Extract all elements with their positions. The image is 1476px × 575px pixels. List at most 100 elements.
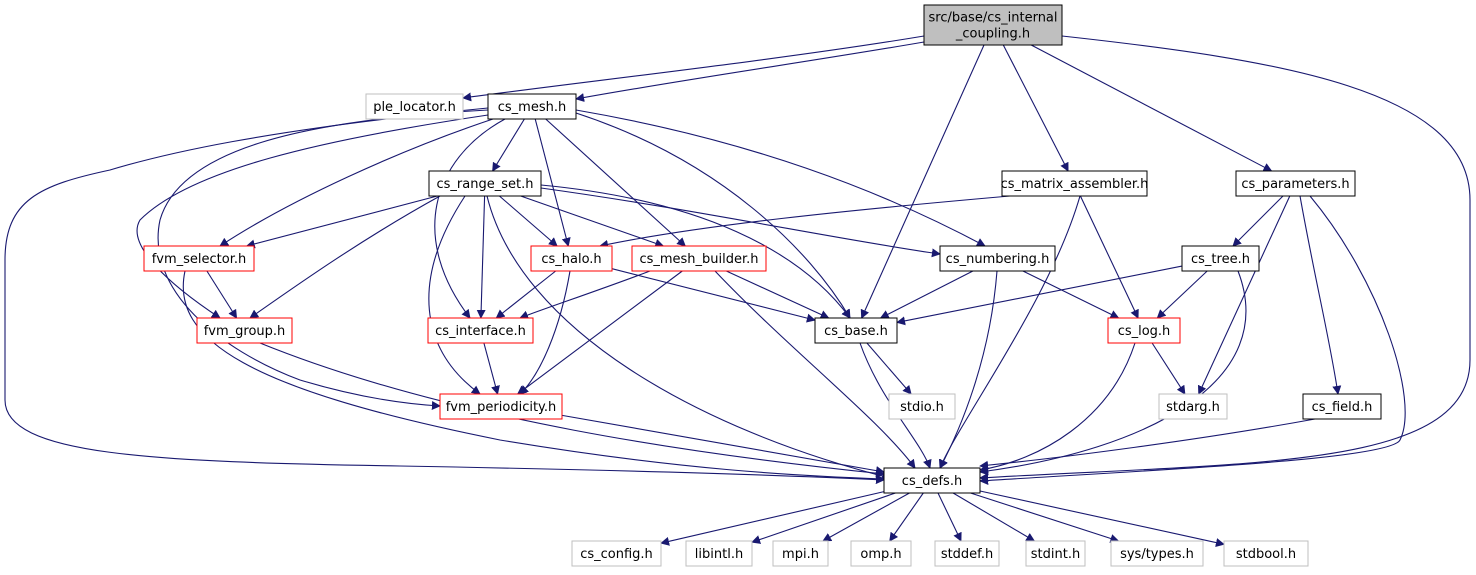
node-box [530,245,613,272]
node-box [685,540,753,567]
node-libintl: libintl.h [685,540,753,567]
node-root[interactable]: src/base/cs_internal_coupling.h [923,4,1063,46]
edge-cs-range-set-to-cs-numbering [540,187,941,258]
node-cs-base[interactable]: cs_base.h [814,317,898,344]
node-cs-tree[interactable]: cs_tree.h [1181,245,1260,272]
nodes: src/base/cs_internal_coupling.h ple_locat… [143,4,1382,567]
node-fvm-periodicity[interactable]: fvm_periodicity.h [439,393,563,420]
edge-root-to-ple-locator [462,35,925,102]
edge-cs-range-set-to-cs-base [540,184,851,319]
edge-cs-range-set-to-cs-halo [499,195,558,247]
edge-cs-defs-to-sys-types [970,492,1120,543]
node-label: cs_config.h [580,547,653,562]
edge-root-to-cs-base [860,44,985,319]
node-box [1025,540,1086,567]
node-label: cs_defs.h [902,474,962,489]
edge-cs-halo-to-cs-base [611,268,816,323]
node-box [196,317,293,344]
node-stdio: stdio.h [888,393,956,420]
edge-cs-defs-to-libintl [751,492,896,544]
node-box [934,540,1000,567]
edge-cs-mesh-to-cs-numbering [575,109,986,247]
node-label: cs_base.h [824,324,888,339]
edge-cs-numbering-to-cs-base [879,270,974,319]
node-sys-types: sys/types.h [1110,540,1204,567]
node-box [1158,393,1228,420]
edge-cs-matrix-assembler-to-cs-log [1079,195,1139,319]
node-cs-numbering[interactable]: cs_numbering.h [939,245,1056,272]
edge-cs-range-set-to-cs-interface [476,195,486,319]
edge-fvm-group-to-cs-defs [259,342,885,478]
node-label: stdarg.h [1166,400,1220,415]
node-box [631,245,767,272]
edge-cs-interface-to-fvm-periodicity [483,342,500,395]
node-box [923,4,1063,46]
node-label: fvm_group.h [204,324,286,339]
node-box [143,245,255,272]
edge-cs-defs-to-stdint [952,492,1036,542]
node-fvm-selector[interactable]: fvm_selector.h [143,245,255,272]
edge-fvm-selector-to-fvm-group [206,270,238,319]
node-fvm-group[interactable]: fvm_group.h [196,317,293,344]
node-cs-defs[interactable]: cs_defs.h [883,467,981,494]
node-box [772,540,829,567]
node-label: cs_tree.h [1191,252,1250,267]
node-label: omp.h [860,547,901,562]
edge-cs-mesh-builder-to-cs-interface [519,270,651,320]
edge-cs-tree-to-cs-base [896,265,1183,326]
edge-cs-mesh-to-cs-range-set [492,118,525,172]
node-label: cs_halo.h [541,252,601,267]
edge-cs-mesh-to-cs-interface [434,118,506,319]
node-cs-matrix-assembler[interactable]: cs_matrix_assembler.h [1001,170,1149,197]
node-label: libintl.h [695,547,743,562]
edge-root-to-cs-defs [979,35,1471,483]
node-label: sys/types.h [1120,547,1194,562]
node-label: stdint.h [1031,547,1080,562]
node-box [814,317,898,344]
edge-cs-numbering-to-cs-defs [939,270,998,469]
node-box [439,393,563,420]
node-box [571,540,662,567]
node-cs-field[interactable]: cs_field.h [1302,393,1382,420]
node-label: cs_interface.h [435,324,526,339]
edge-cs-parameters-to-cs-defs [979,195,1406,485]
edge-cs-range-set-to-fvm-group [249,195,441,319]
edge-cs-mesh-to-cs-defs [4,107,885,485]
edge-cs-range-set-to-cs-defs [486,195,891,481]
node-cs-parameters[interactable]: cs_parameters.h [1235,170,1356,197]
node-stdint: stdint.h [1025,540,1086,567]
edge-cs-field-to-cs-defs [979,418,1316,470]
node-label: stdio.h [900,400,944,415]
edge-cs-mesh-builder-to-cs-base [726,270,830,319]
node-label: src/base/cs_internal [928,11,1057,26]
node-cs-mesh[interactable]: cs_mesh.h [487,93,577,120]
node-label: cs_parameters.h [1241,177,1349,192]
node-cs-log[interactable]: cs_log.h [1107,317,1181,344]
edges [4,35,1471,547]
node-box [939,245,1056,272]
node-box [487,93,577,120]
node-box [428,170,542,197]
node-box [888,393,956,420]
node-box [850,540,912,567]
edge-cs-mesh-to-cs-base [575,112,851,319]
edge-fvm-periodicity-to-cs-defs [559,414,885,475]
node-cs-mesh-builder[interactable]: cs_mesh_builder.h [631,245,767,272]
node-cs-halo[interactable]: cs_halo.h [530,245,613,272]
edge-cs-log-to-cs-defs [979,342,1136,474]
edge-cs-base-to-stdio [866,342,912,395]
edge-cs-defs-to-stddef [937,492,962,542]
edge-cs-defs-to-mpi [822,492,910,542]
node-stdarg: stdarg.h [1158,393,1228,420]
node-cs-interface[interactable]: cs_interface.h [427,317,534,344]
node-label: cs_matrix_assembler.h [1001,177,1149,192]
node-label: cs_field.h [1312,400,1373,415]
node-ple-locator: ple_locator.h [365,93,464,120]
node-label: cs_mesh.h [498,100,566,115]
edge-cs-matrix-assembler-to-cs-defs [938,195,1081,469]
edge-cs-mesh-to-cs-halo [534,118,571,247]
edge-cs-log-to-stdarg [1151,342,1186,395]
node-cs-range-set[interactable]: cs_range_set.h [428,170,542,197]
node-label: _coupling.h [955,27,1030,42]
